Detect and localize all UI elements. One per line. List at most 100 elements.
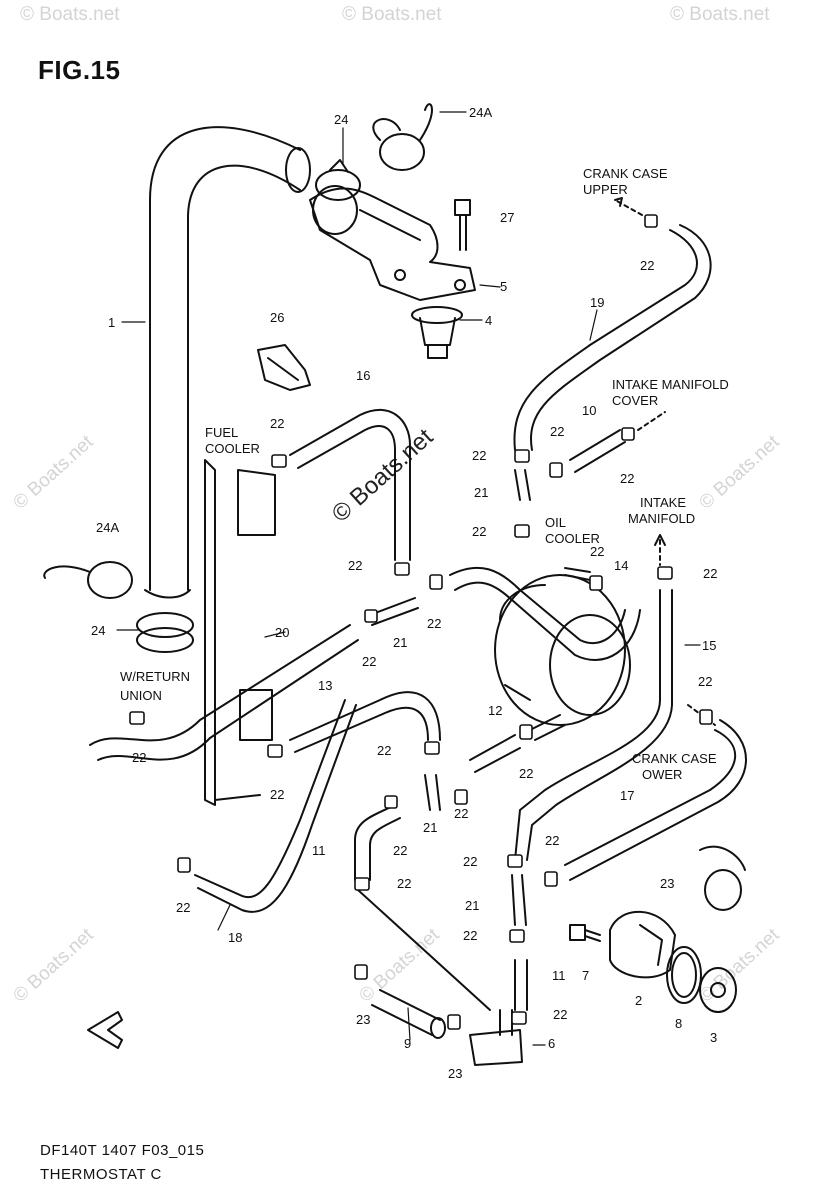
label-intake-manifold: MANIFOLD: [628, 511, 695, 526]
callout-26: 26: [270, 310, 284, 325]
callout-22: 22: [703, 566, 717, 581]
fuel-cooler: [204, 459, 276, 806]
callout-23: 23: [448, 1066, 462, 1081]
label-intake-manifold-cover: INTAKE MANIFOLD: [612, 377, 729, 392]
callout-22: 22: [362, 654, 376, 669]
callout-20: 20: [275, 625, 289, 640]
figure-title: FIG.15: [38, 55, 121, 85]
callout-22: 22: [553, 1007, 567, 1022]
callout-22: 22: [463, 854, 477, 869]
callout-22: 22: [270, 787, 284, 802]
callout-22: 22: [698, 674, 712, 689]
part-24-clamp-left: [136, 612, 194, 653]
part-16-hose: [289, 408, 411, 561]
callout-5: 5: [500, 279, 507, 294]
label-crank-case-lower: OWER: [642, 767, 682, 782]
callout-18: 18: [228, 930, 242, 945]
watermark: © Boats.net: [342, 4, 442, 25]
label-crank-case-upper: UPPER: [583, 182, 628, 197]
callout-23: 23: [356, 1012, 370, 1027]
watermark: © Boats.net: [670, 4, 770, 25]
label-crank-case-lower: CRANK CASE: [632, 751, 717, 766]
part-5-thermostat-cover: [309, 185, 476, 301]
part-24-clamp-top: [315, 159, 361, 201]
callout-22: 22: [590, 544, 604, 559]
label-w-return-union: UNION: [120, 688, 162, 703]
arrow-crank-case-upper: [614, 199, 643, 216]
callout-22: 22: [427, 616, 441, 631]
callout-22: 22: [348, 558, 362, 573]
callout-10: 10: [582, 403, 596, 418]
callout-22: 22: [454, 806, 468, 821]
callout-21: 21: [393, 635, 407, 650]
label-oil-cooler: COOLER: [545, 531, 600, 546]
part-24a-clip-top: [372, 103, 433, 171]
callout-3: 3: [710, 1030, 717, 1045]
callout-12: 12: [488, 703, 502, 718]
part-10-hose: [569, 429, 626, 473]
label-w-return-union: W/RETURN: [120, 669, 190, 684]
footer-code: DF140T 1407 F03_015: [40, 1142, 205, 1159]
callout-24: 24: [334, 112, 348, 127]
part-27-bolt: [454, 199, 471, 251]
label-fuel-cooler: FUEL: [205, 425, 238, 440]
callout-22: 22: [397, 876, 411, 891]
label-intake-manifold-cover: COVER: [612, 393, 658, 408]
footer-name: THERMOSTAT C: [40, 1166, 162, 1183]
oil-cooler: [494, 574, 631, 726]
hose-small-links: [469, 567, 591, 773]
callout-19: 19: [590, 295, 604, 310]
callout-1: 1: [108, 315, 115, 330]
callout-22: 22: [472, 524, 486, 539]
callout-11: 11: [312, 843, 326, 858]
callout-16: 16: [356, 368, 370, 383]
part-8-oring: [666, 946, 702, 1004]
callout-24a: 24A: [96, 520, 119, 535]
label-fuel-cooler: COOLER: [205, 441, 260, 456]
callout-14: 14: [614, 558, 628, 573]
part-2-housing: [609, 910, 676, 979]
callout-22: 22: [545, 833, 559, 848]
fwd-arrow-icon: [87, 1011, 123, 1049]
callout-11: 11: [552, 968, 566, 983]
callout-9: 9: [404, 1036, 411, 1051]
part-13-hose: [289, 691, 441, 753]
part-20-hose: [89, 624, 359, 761]
callout-22: 22: [472, 448, 486, 463]
part-26-clip: [257, 344, 311, 391]
callout-22: 22: [176, 900, 190, 915]
callout-22: 22: [640, 258, 654, 273]
callout-7: 7: [582, 968, 589, 983]
callout-2: 2: [635, 993, 642, 1008]
part-17-hose: [564, 719, 747, 881]
callout-6: 6: [548, 1036, 555, 1051]
callout-22: 22: [377, 743, 391, 758]
part-18-hose: [194, 699, 357, 913]
part-15-hose: [514, 589, 673, 861]
callout-8: 8: [675, 1016, 682, 1031]
watermark: © Boats.net: [20, 4, 120, 25]
callout-27: 27: [500, 210, 514, 225]
arrow-intake-cover: [637, 411, 666, 431]
callout-15: 15: [702, 638, 716, 653]
callout-22: 22: [519, 766, 533, 781]
callout-22: 22: [463, 928, 477, 943]
callout-22: 22: [132, 750, 146, 765]
callout-4: 4: [485, 313, 492, 328]
part-23-clip-right: [699, 845, 746, 911]
label-oil-cooler: OIL: [545, 515, 566, 530]
callout-21: 21: [423, 820, 437, 835]
oil-cooler-hose: [449, 566, 641, 661]
callout-23: 23: [660, 876, 674, 891]
callout-21: 21: [474, 485, 488, 500]
callout-22: 22: [270, 416, 284, 431]
part-3-cap: [699, 967, 737, 1013]
callout-24a: 24A: [469, 105, 492, 120]
part-24a-clip-left: [43, 561, 133, 599]
part-9-hose: [371, 989, 446, 1039]
callout-22: 22: [620, 471, 634, 486]
callout-22: 22: [550, 424, 564, 439]
label-crank-case-upper: CRANK CASE: [583, 166, 668, 181]
part-7-bolt: [569, 924, 601, 942]
